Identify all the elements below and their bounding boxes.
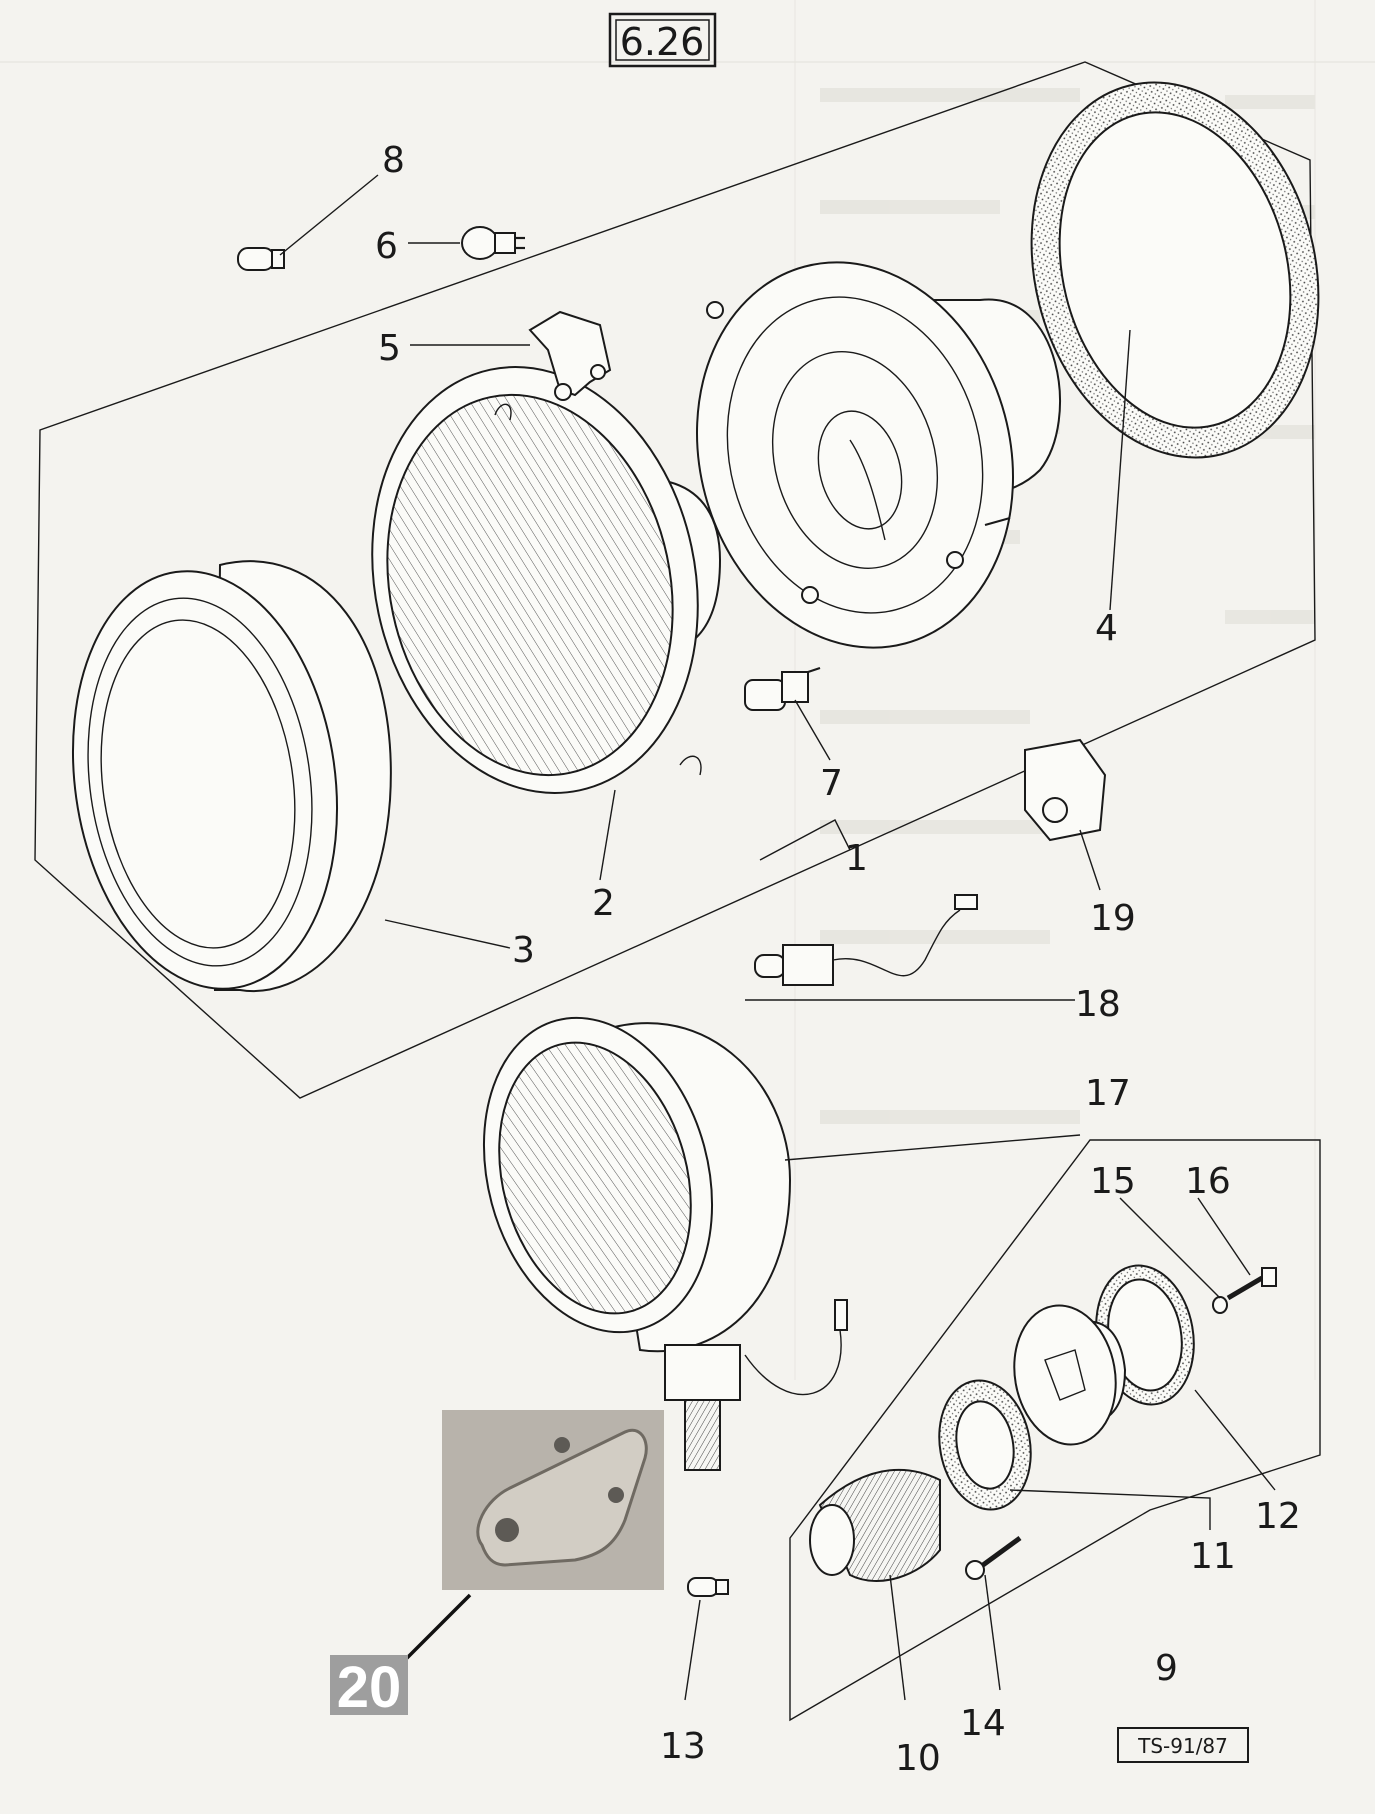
part-label-9: 9 (1155, 1648, 1178, 1689)
fog-lamp-bulb-with-lead (754, 894, 978, 986)
page-number: 6.26 (620, 20, 705, 64)
part-label-5: 5 (378, 328, 401, 369)
part-label-15: 15 (1090, 1161, 1136, 1202)
rear-lamp-lens (809, 1468, 941, 1582)
part-label-4: 4 (1095, 608, 1118, 649)
drawing-code: TS-91/87 (1137, 1734, 1228, 1758)
part-label-10: 10 (895, 1738, 941, 1779)
gasket-ring (1030, 81, 1320, 459)
relay-switch (1024, 738, 1107, 842)
bezel-rim (71, 560, 392, 993)
leader-line-20 (403, 1593, 472, 1662)
mounting-bracket (528, 310, 612, 401)
drawing-code-box: TS-91/87 (1117, 1727, 1249, 1763)
part-label-1: 1 (845, 838, 868, 879)
rear-lamp-housing (1013, 1304, 1127, 1446)
part-label-7: 7 (820, 763, 843, 804)
part-label-20: 20 (337, 1655, 402, 1720)
photo-inset-plate (442, 1410, 664, 1590)
part-label-16: 16 (1185, 1161, 1231, 1202)
part-callouts: 8 6 5 4 7 1 2 3 19 18 17 15 16 12 11 9 1… (375, 140, 1301, 1779)
headlamp-bulb (461, 226, 525, 260)
screw-and-washer (1212, 1267, 1277, 1314)
label-20-box (330, 1655, 408, 1715)
part-label-17: 17 (1085, 1073, 1131, 1114)
part-label-14: 14 (960, 1703, 1006, 1744)
part-label-3: 3 (512, 930, 535, 971)
part-label-18: 18 (1075, 984, 1121, 1025)
part-label-13: 13 (660, 1726, 706, 1767)
rear-lamp-bulb (687, 1577, 729, 1597)
assembly-outline-headlamp (34, 61, 1316, 1099)
part-label-2: 2 (592, 883, 615, 924)
lamp-socket (744, 666, 821, 711)
headlamp-housing-bowl (696, 261, 1061, 649)
part-label-11: 11 (1190, 1536, 1236, 1577)
fog-lamp-body (482, 1016, 848, 1471)
part-label-12: 12 (1255, 1496, 1301, 1537)
page-number-box: 6.26 (608, 12, 717, 68)
part-label-8: 8 (382, 140, 405, 181)
screw-long (965, 1535, 1022, 1580)
assembly-outline-rear-lamp (789, 1139, 1321, 1722)
parking-bulb (237, 247, 285, 271)
lens-gasket (938, 1379, 1032, 1511)
part-label-19: 19 (1090, 898, 1136, 939)
part-label-6: 6 (375, 226, 398, 267)
leader-lines (279, 174, 1276, 1701)
headlamp-insert (371, 366, 722, 794)
